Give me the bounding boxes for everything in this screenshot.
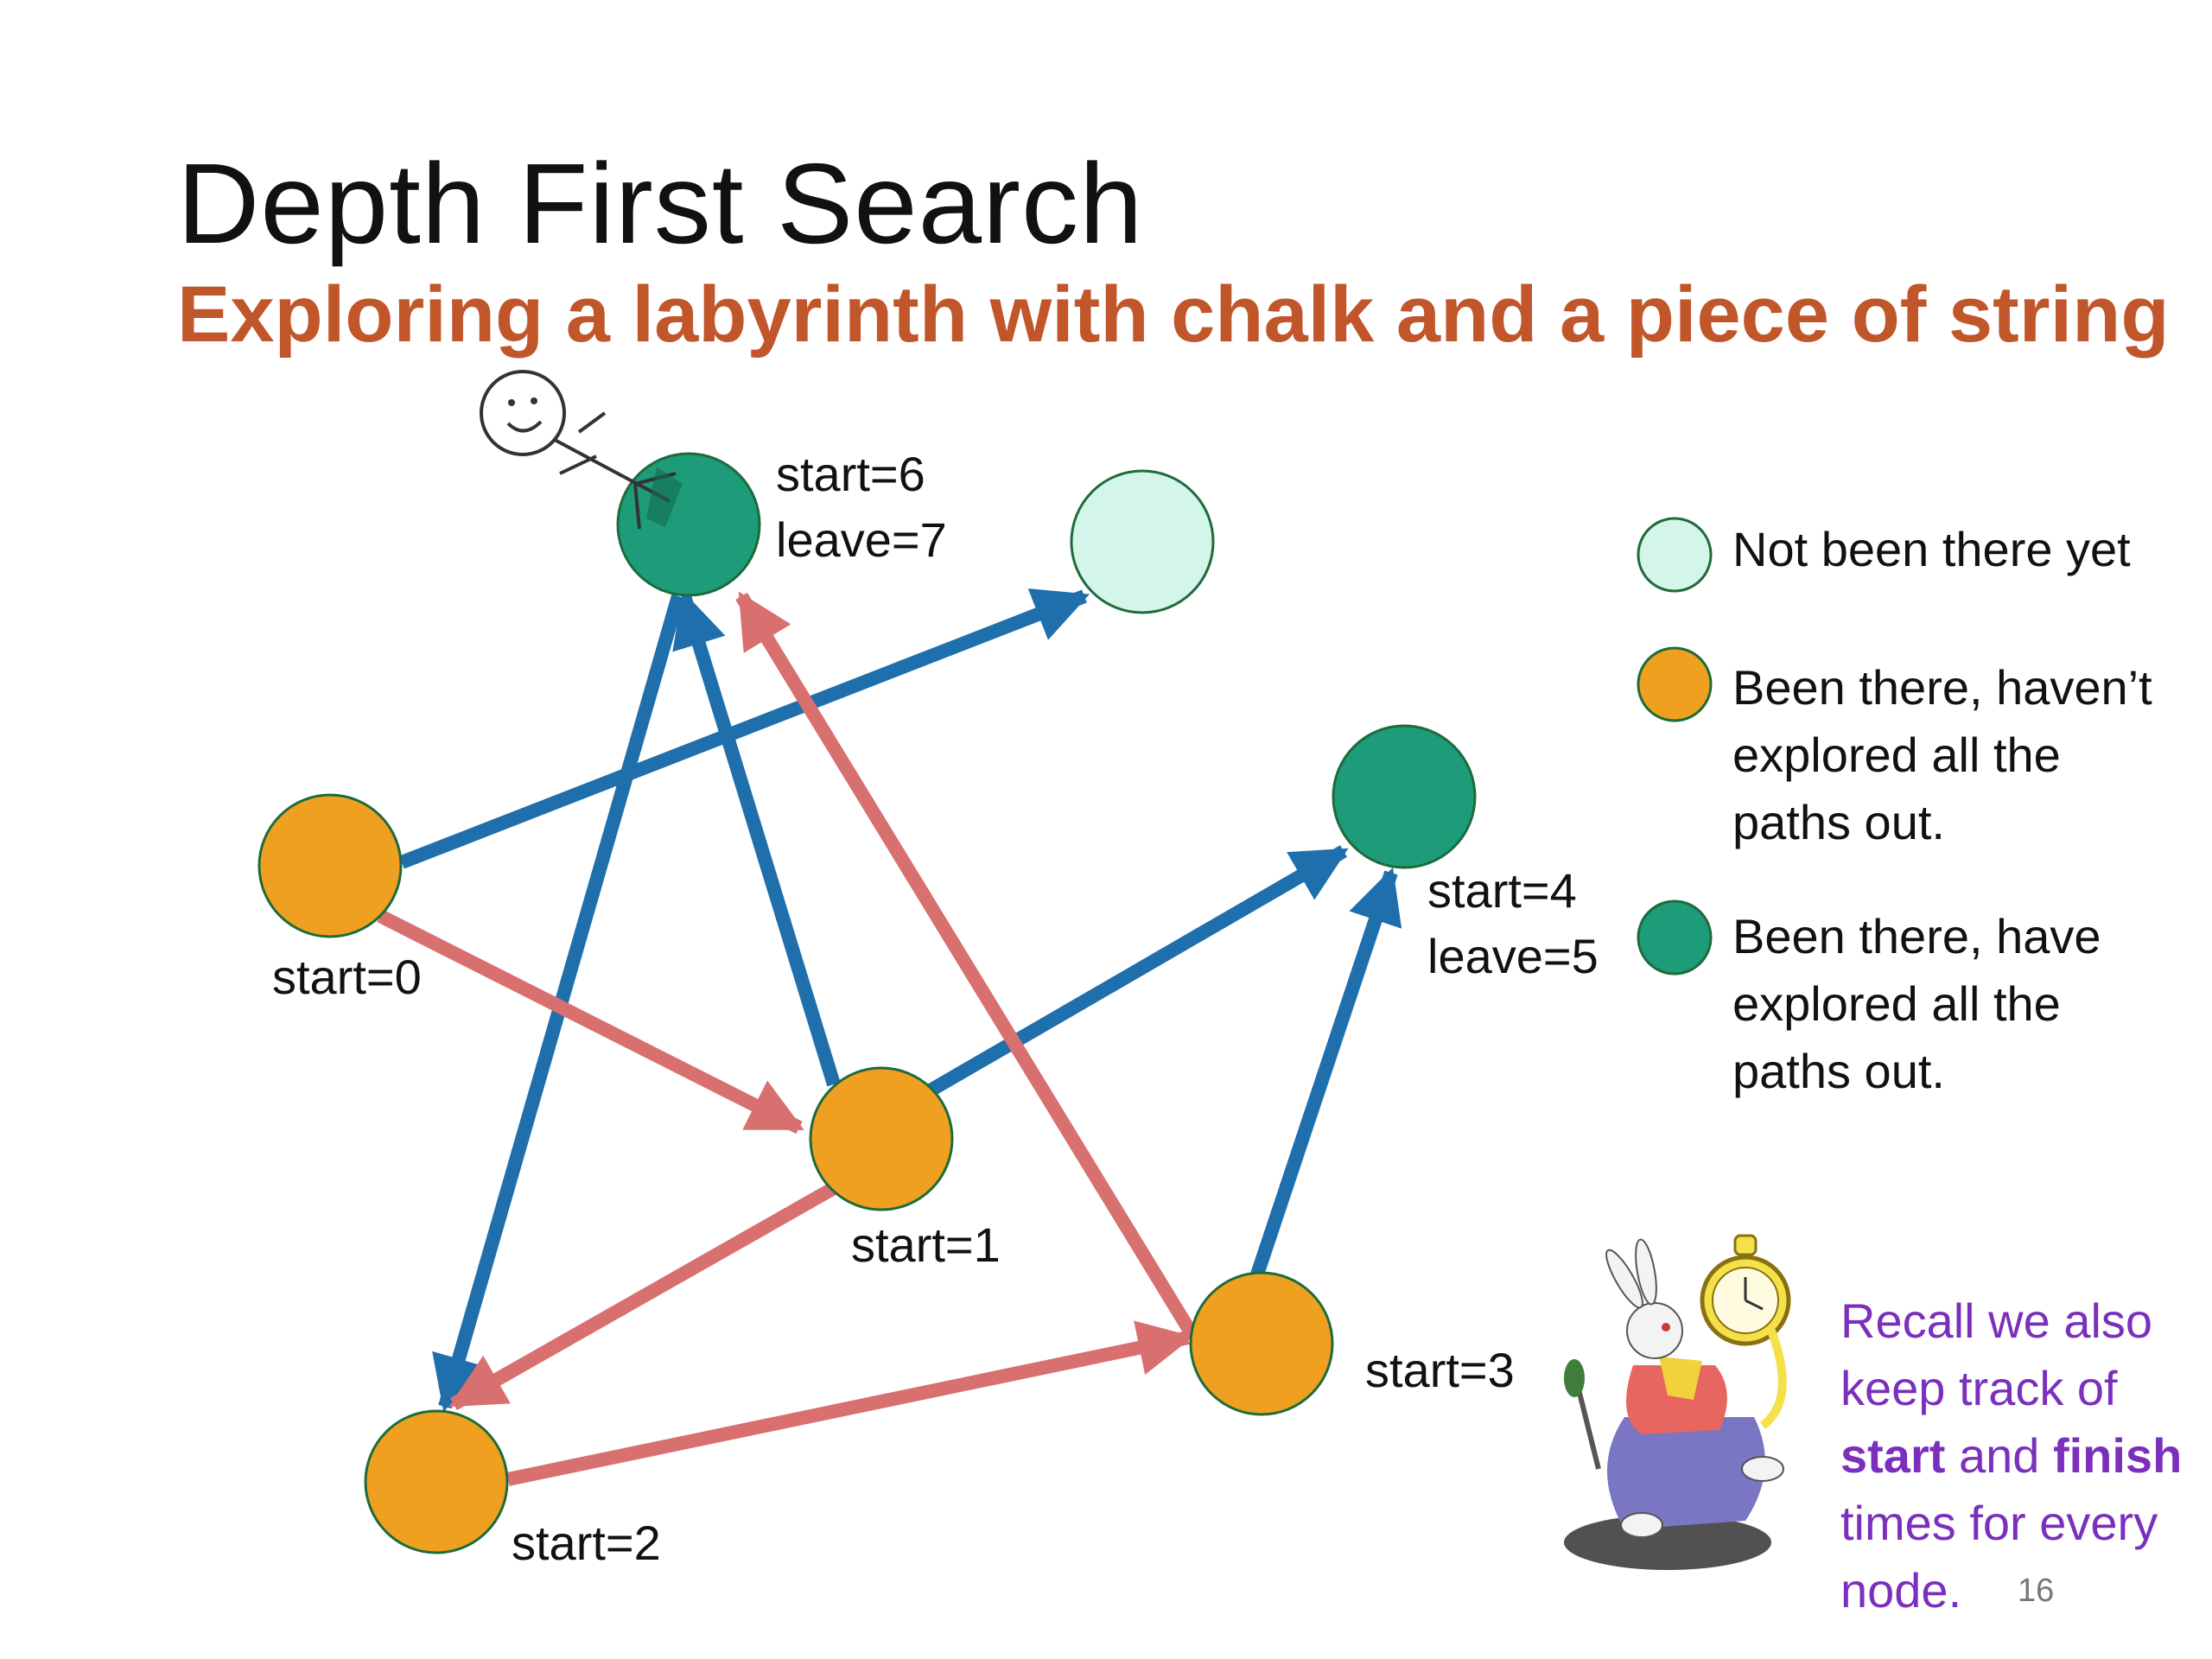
node-n6-start-label: start=6	[776, 447, 925, 501]
white-rabbit-clock-icon	[1564, 1234, 1791, 1570]
node-n0-label: start=0	[272, 950, 422, 1004]
edge-n1-n2	[448, 1182, 837, 1410]
legend: Not been there yet Been there, haven’t e…	[1637, 517, 2152, 1098]
node-n2-label: start=2	[512, 1516, 661, 1570]
edge-n0-n1	[377, 909, 804, 1135]
recall-bold-start: start	[1840, 1428, 1946, 1483]
node-n3	[1189, 1271, 1334, 1416]
legend-done-line3: paths out.	[1732, 1044, 1945, 1098]
stick-figure-icon	[480, 370, 683, 530]
slide-subtitle: Exploring a labyrinth with chalk and a p…	[177, 270, 2170, 359]
recall-note: Recall we also keep track of start and f…	[1840, 1287, 2203, 1624]
recall-text-part2: and	[1958, 1428, 2040, 1483]
page-number: 16	[2018, 1573, 2055, 1609]
edge-n0-n7	[399, 588, 1090, 869]
node-n2	[364, 1409, 509, 1554]
node-n0	[257, 793, 403, 938]
recall-bold-finish: finish	[2052, 1428, 2183, 1483]
node-n4	[1332, 724, 1477, 869]
legend-done-line2: explored all the	[1732, 976, 2061, 1031]
legend-visited-line2: explored all the	[1732, 728, 2061, 782]
legend-visited-swatch	[1637, 646, 1713, 722]
node-n1-label: start=1	[851, 1217, 1001, 1272]
node-n1	[809, 1066, 954, 1211]
legend-unvisited-text: Not been there yet	[1732, 522, 2131, 576]
legend-unvisited-swatch	[1637, 517, 1713, 593]
recall-text-part1: Recall we also keep track of	[1840, 1294, 2153, 1415]
edge-n1-n6	[672, 590, 841, 1087]
node-n4-leave-label: leave=5	[1427, 929, 1599, 983]
node-n6-leave-label: leave=7	[776, 512, 947, 567]
node-n3-label: start=3	[1365, 1343, 1515, 1397]
edge-n2-n3	[506, 1320, 1194, 1486]
slide-title: Depth First Search	[177, 140, 1144, 267]
legend-done-swatch	[1637, 899, 1713, 976]
legend-visited-line3: paths out.	[1732, 795, 1945, 849]
legend-visited-line1: Been there, haven’t	[1732, 660, 2152, 715]
recall-text-part3: times for every node.	[1840, 1496, 2158, 1618]
legend-done-line1: Been there, have	[1732, 909, 2101, 963]
edge-n3-n6	[735, 591, 1198, 1339]
edge-n1-n4	[925, 845, 1349, 1097]
node-n4-start-label: start=4	[1427, 863, 1577, 918]
edge-n3-n4	[1250, 867, 1402, 1277]
node-n7	[1070, 469, 1215, 614]
